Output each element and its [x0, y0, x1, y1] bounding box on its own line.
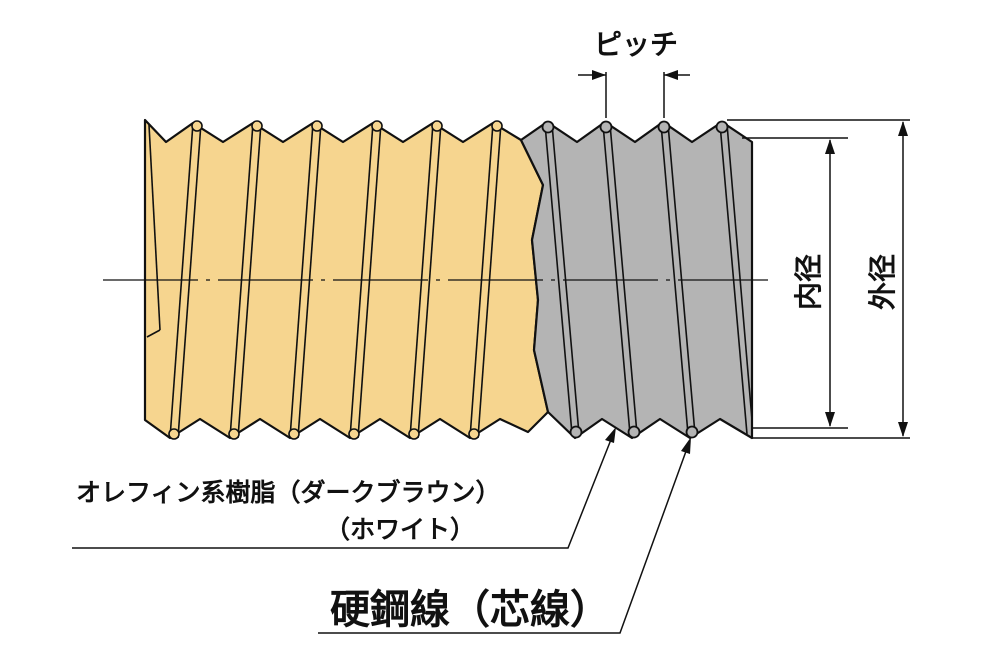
pitch-dimension	[578, 70, 690, 118]
tan-hose-body	[143, 118, 550, 440]
pitch-label: ピッチ	[594, 28, 678, 61]
resin-label-dark-brown: オレフィン系樹脂（ダークブラウン）	[76, 478, 501, 507]
outer-diameter-label: 外径	[866, 254, 899, 310]
inner-diameter-label: 内径	[792, 254, 825, 310]
tan-crest-arcs	[168, 120, 503, 440]
diameter-dimensions	[727, 119, 910, 439]
resin-label-white: （ホワイト）	[325, 515, 475, 544]
steel-wire-cross-sections	[541, 120, 729, 439]
gray-helix-lines	[544, 123, 753, 435]
core-wire-label: 硬鋼線（芯線）	[330, 587, 610, 633]
leader-lines	[72, 427, 691, 634]
